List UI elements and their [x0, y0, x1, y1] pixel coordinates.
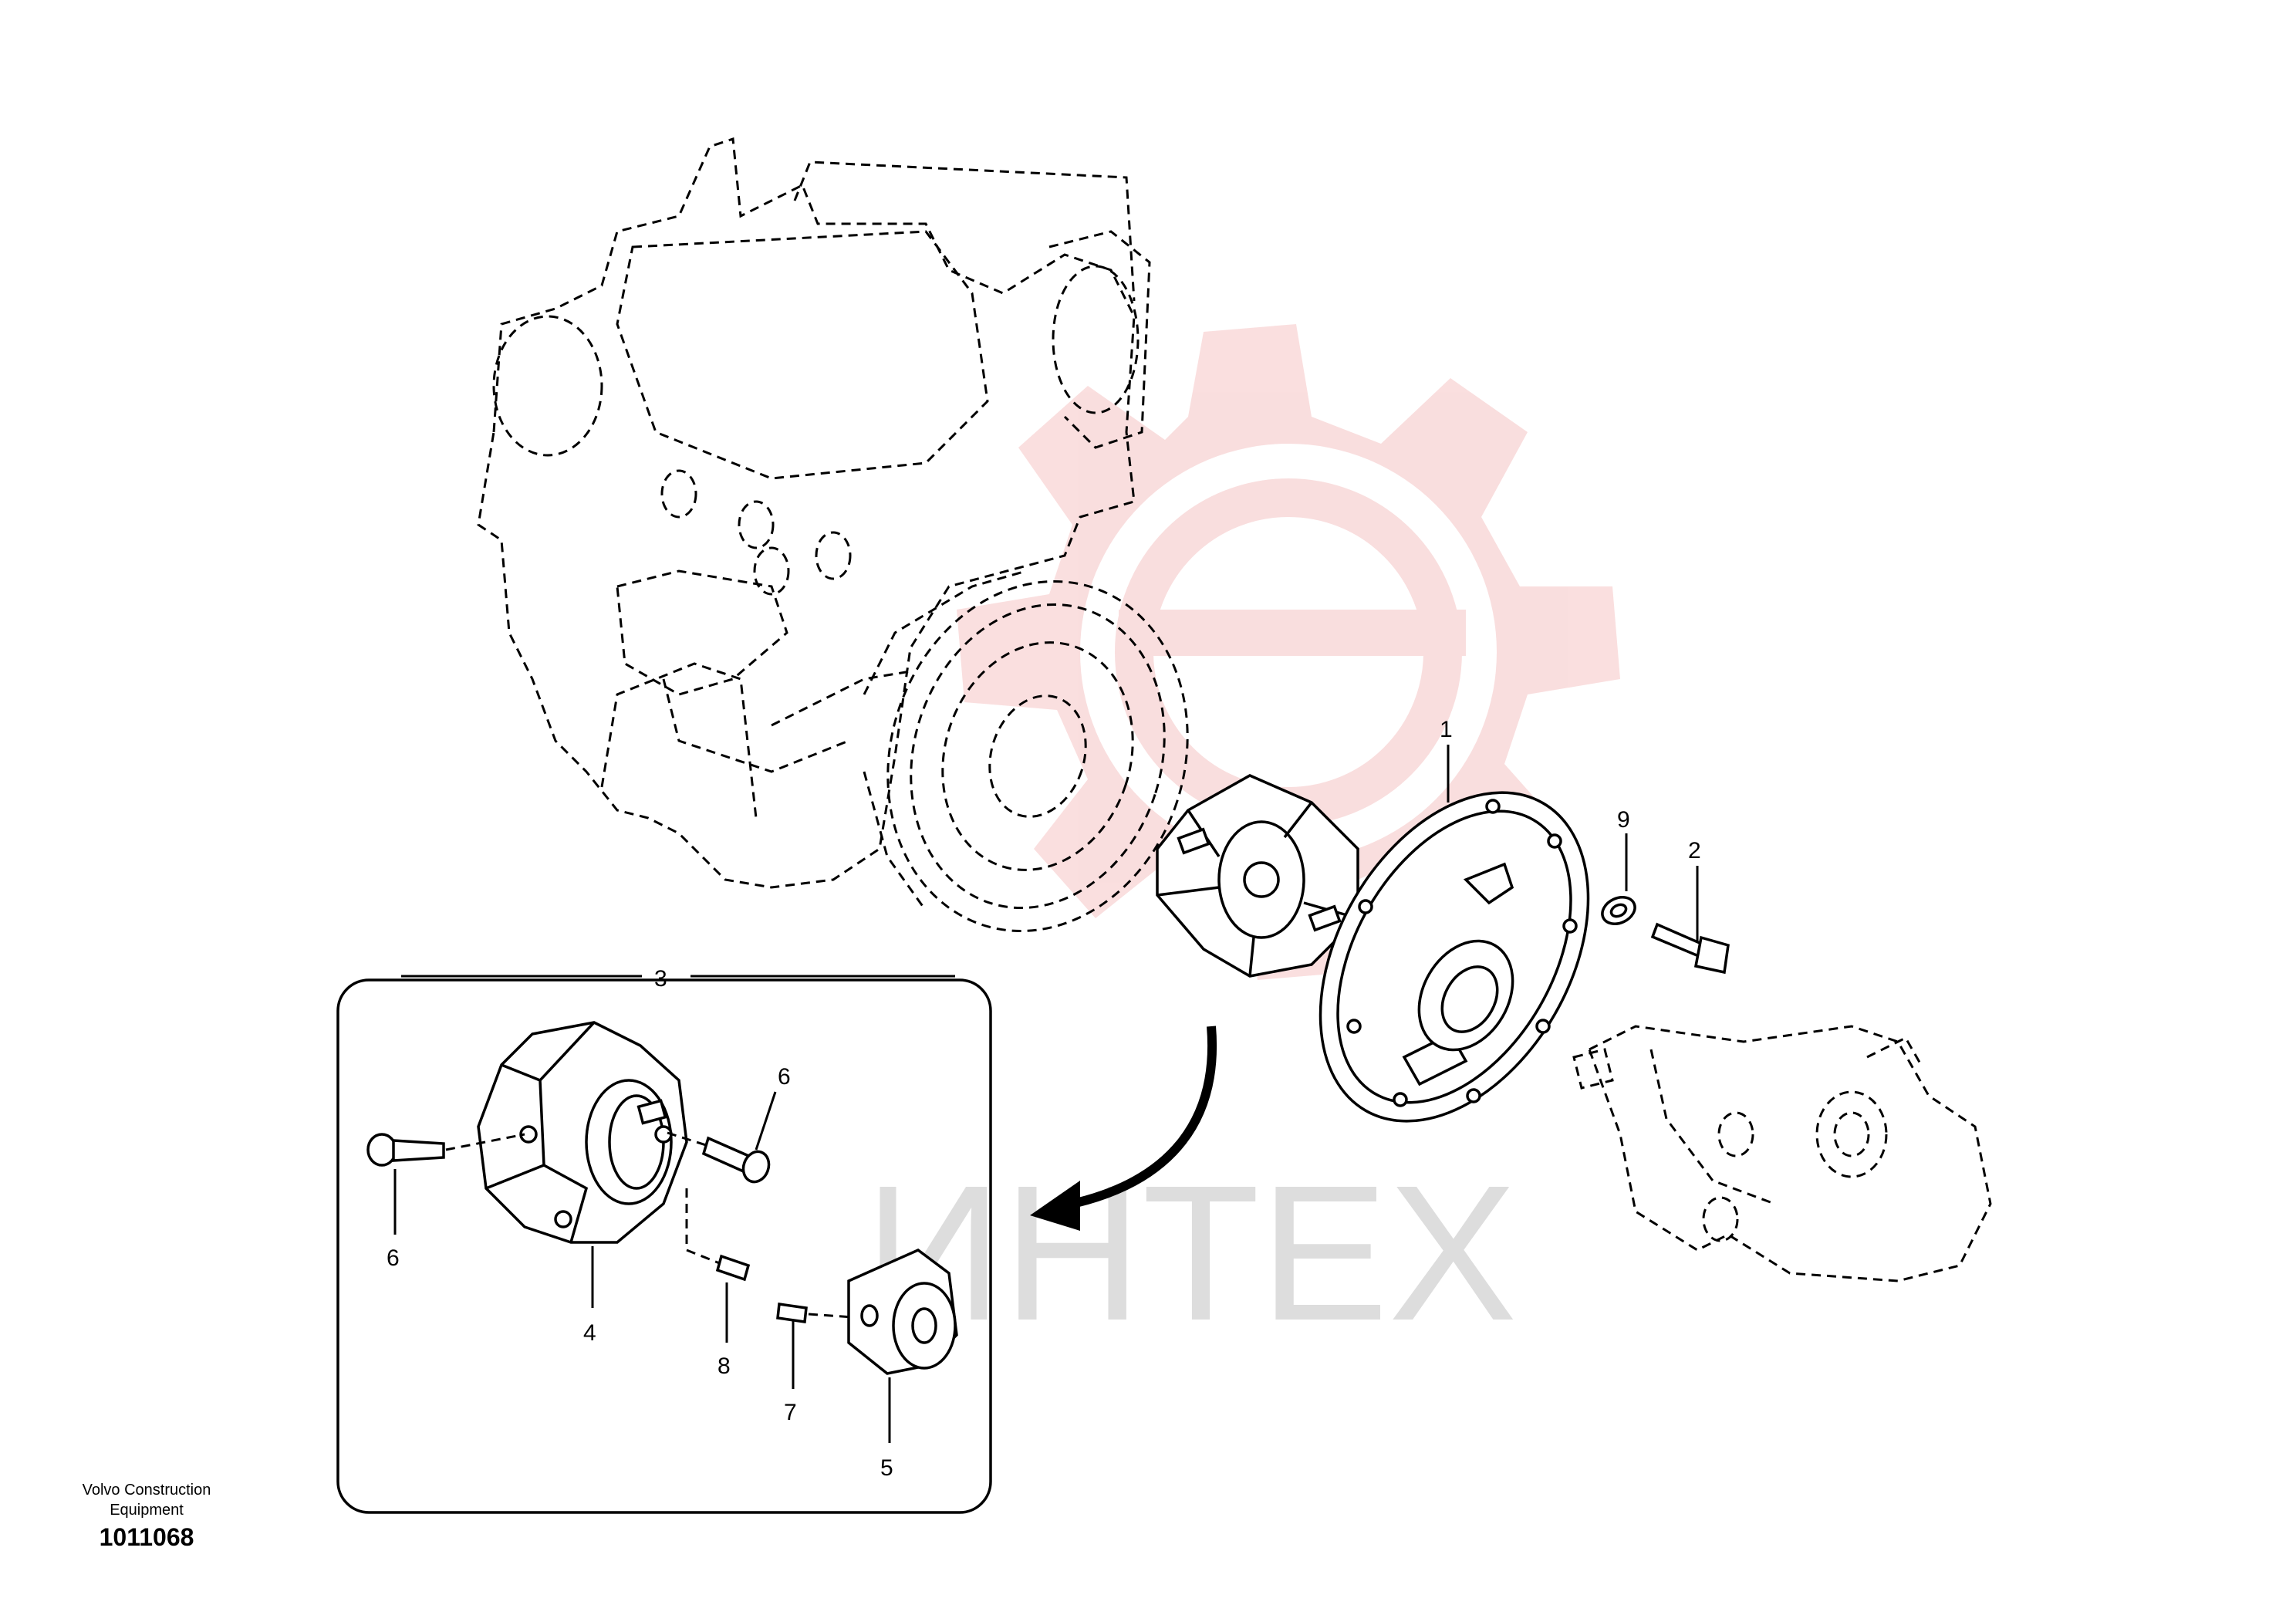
flywheel-housing-outline — [863, 569, 1189, 932]
screw-right — [701, 1136, 771, 1184]
label-part-9: 9 — [1617, 807, 1630, 833]
label-part-8: 8 — [718, 1353, 731, 1379]
label-part-1: 1 — [1440, 717, 1453, 742]
label-part-7: 7 — [784, 1400, 797, 1425]
screw-left-centerline — [445, 1133, 525, 1151]
washer — [1601, 896, 1636, 925]
label-part-3: 3 — [654, 966, 667, 992]
pin-8-centerline — [685, 1188, 726, 1267]
hydraulic-pump-outline — [1572, 1025, 1992, 1282]
pin-7 — [776, 1303, 808, 1323]
watermark-text: ИНТЕХ — [864, 1145, 1517, 1360]
coupling-element — [1156, 774, 1359, 978]
engine-outline — [477, 137, 1151, 889]
screw-right-centerline — [667, 1131, 707, 1147]
bolt — [1650, 922, 1730, 975]
detail-coupling-element — [477, 1021, 688, 1244]
label-part-6-right: 6 — [778, 1064, 791, 1090]
screw-left — [366, 1133, 445, 1167]
detail-arrow — [1071, 1026, 1217, 1208]
manufacturer-caption: Volvo Construction Equipment — [31, 1480, 262, 1520]
pin-8 — [715, 1254, 751, 1282]
manufacturer-line-2: Equipment — [110, 1502, 184, 1519]
bushing — [847, 1248, 958, 1375]
drive-flange — [1319, 791, 1590, 1123]
label-part-2: 2 — [1688, 838, 1701, 863]
label-part-4: 4 — [583, 1320, 596, 1346]
label-part-5: 5 — [880, 1455, 893, 1481]
manufacturer-line-1: Volvo Construction — [82, 1482, 211, 1499]
drawing-number: 1011068 — [99, 1523, 194, 1551]
detail-arrow-head — [1030, 1181, 1080, 1231]
leader-lines — [393, 745, 1699, 1443]
label-part-6-left: 6 — [387, 1245, 400, 1271]
detail-box — [336, 978, 992, 1514]
watermark-gear-icon — [957, 324, 1620, 980]
